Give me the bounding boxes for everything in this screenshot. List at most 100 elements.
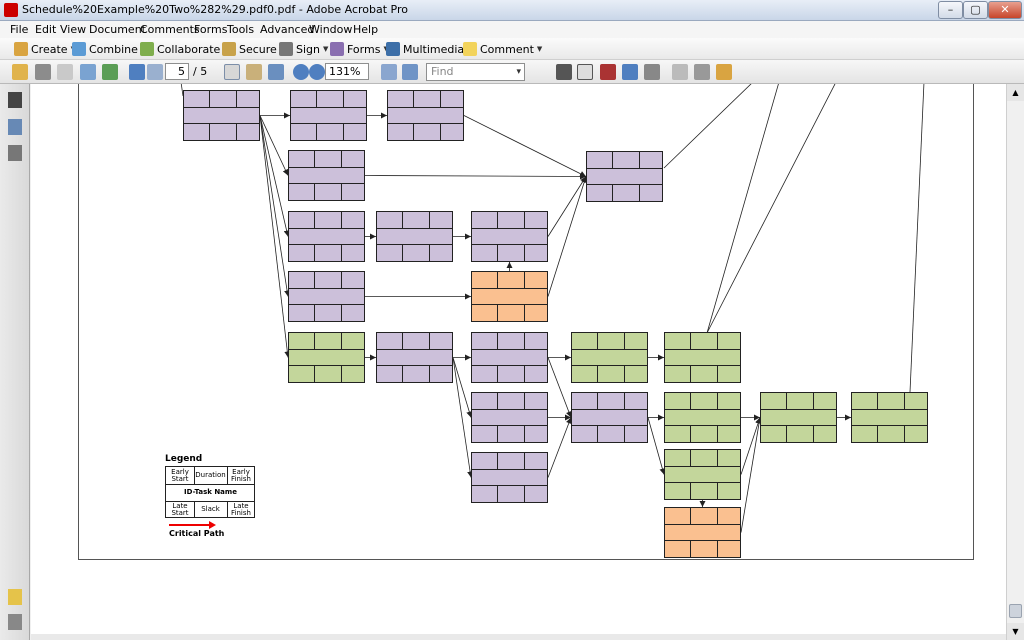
scroll-down-arrow-icon[interactable]: ▼ (1007, 623, 1024, 640)
hand-tool-icon[interactable] (246, 64, 262, 80)
late-start (665, 425, 690, 442)
edit-document-icon[interactable] (716, 64, 732, 80)
late-start (472, 485, 497, 502)
late-finish (904, 425, 927, 442)
early-finish (717, 393, 740, 409)
slack (877, 425, 904, 442)
collaborate-button[interactable]: Collaborate▼ (140, 41, 229, 57)
bookmarks-panel-icon[interactable] (8, 119, 22, 135)
early-start (289, 212, 314, 228)
signatures-panel-icon[interactable] (8, 145, 22, 161)
menu-window[interactable]: Window (309, 23, 353, 36)
pen-icon (279, 42, 293, 56)
email-icon[interactable] (80, 64, 96, 80)
dependency-19-49 (259, 115, 291, 358)
attachments-paperclip-icon[interactable] (8, 614, 22, 630)
menu-view[interactable]: View (60, 23, 87, 36)
legend-late-finish: Late Finish (231, 501, 251, 517)
create-button[interactable]: Create▼ (14, 41, 76, 57)
select-text-icon[interactable] (224, 64, 240, 80)
duration (314, 272, 341, 288)
menu-comments[interactable]: Comments (140, 23, 200, 36)
menu-document[interactable]: Document (89, 23, 146, 36)
early-finish (524, 272, 547, 288)
task-node-15 (288, 211, 365, 262)
late-finish (524, 485, 547, 502)
early-start (761, 393, 786, 409)
print-icon[interactable] (35, 64, 51, 80)
marquee-zoom-icon[interactable] (268, 64, 284, 80)
menu-help[interactable]: Help (353, 23, 379, 36)
task-name (472, 288, 547, 304)
early-finish (341, 333, 364, 349)
ok-button-tool-icon[interactable] (577, 64, 593, 80)
sign-button[interactable]: Sign▼ (279, 41, 328, 57)
task-node-26 (387, 90, 464, 141)
early-finish (717, 508, 740, 524)
task-name (377, 228, 452, 244)
early-finish (524, 212, 547, 228)
menu-forms[interactable]: Forms (194, 23, 228, 36)
late-finish (524, 304, 547, 321)
late-finish (717, 425, 740, 442)
vertical-scrollbar[interactable]: ▲ ▼ (1006, 84, 1024, 640)
task-name (665, 409, 740, 425)
next-page-icon[interactable] (147, 64, 163, 80)
scroll-up-arrow-icon[interactable]: ▲ (1007, 84, 1024, 101)
zoom-level-input[interactable]: 131% (325, 63, 369, 80)
text-field-tool-icon[interactable] (672, 64, 688, 80)
critical-path-label: Critical Path (169, 529, 225, 538)
duration (690, 393, 717, 409)
task-node-54 (664, 449, 741, 500)
late-start (572, 425, 597, 442)
late-start (587, 184, 612, 201)
open-folder-icon[interactable] (12, 64, 28, 80)
slack (314, 244, 341, 261)
fit-page-icon[interactable] (381, 64, 397, 80)
zoom-out-icon[interactable] (293, 64, 309, 80)
menu-file[interactable]: File (10, 23, 29, 36)
page-number-input[interactable]: 5 (165, 63, 189, 80)
annotation-tool-icon[interactable] (600, 64, 616, 80)
menu-edit[interactable]: Edit (35, 23, 57, 36)
menu-advanced[interactable]: Advanced (260, 23, 315, 36)
horizontal-scrollbar[interactable] (31, 634, 1006, 640)
minimize-button[interactable]: – (938, 1, 963, 19)
forms-button[interactable]: Forms▼ (330, 41, 389, 57)
save-icon[interactable] (57, 64, 73, 80)
multimedia-button[interactable]: Multimedia▼ (386, 41, 473, 57)
comment-button[interactable]: Comment▼ (463, 41, 542, 57)
secure-button[interactable]: Secure▼ (222, 41, 285, 57)
late-start (289, 304, 314, 321)
menu-tools[interactable]: Tools (227, 23, 255, 36)
dropdown-tool-icon[interactable] (694, 64, 710, 80)
slack (497, 425, 524, 442)
document-view[interactable]: Legend Early Start Duration Early Finish… (31, 84, 1006, 634)
late-finish (429, 244, 452, 261)
late-start (761, 425, 786, 442)
task-name (472, 349, 547, 365)
select-tool-icon[interactable] (556, 64, 572, 80)
combine-button[interactable]: Combine▼ (72, 41, 146, 57)
pages-panel-icon[interactable] (8, 92, 22, 108)
close-button[interactable]: ✕ (988, 1, 1022, 19)
full-screen-icon[interactable] (402, 64, 418, 80)
early-start (665, 508, 690, 524)
slack (209, 123, 236, 140)
zoom-in-icon[interactable] (309, 64, 325, 80)
legend-duration: Duration (195, 471, 226, 479)
critical-path-line (169, 524, 211, 526)
link-tool-icon[interactable] (644, 64, 660, 80)
crop-tool-icon[interactable] (622, 64, 638, 80)
slack (690, 482, 717, 499)
duration (314, 212, 341, 228)
comments-panel-icon[interactable] (8, 589, 22, 605)
find-input[interactable]: Find (426, 63, 525, 81)
sync-icon[interactable] (102, 64, 118, 80)
early-finish (341, 272, 364, 288)
maximize-button[interactable]: ▢ (963, 1, 988, 19)
scrollbar-thumb[interactable] (1009, 604, 1022, 618)
early-finish (813, 393, 836, 409)
previous-page-icon[interactable] (129, 64, 145, 80)
early-start (472, 333, 497, 349)
